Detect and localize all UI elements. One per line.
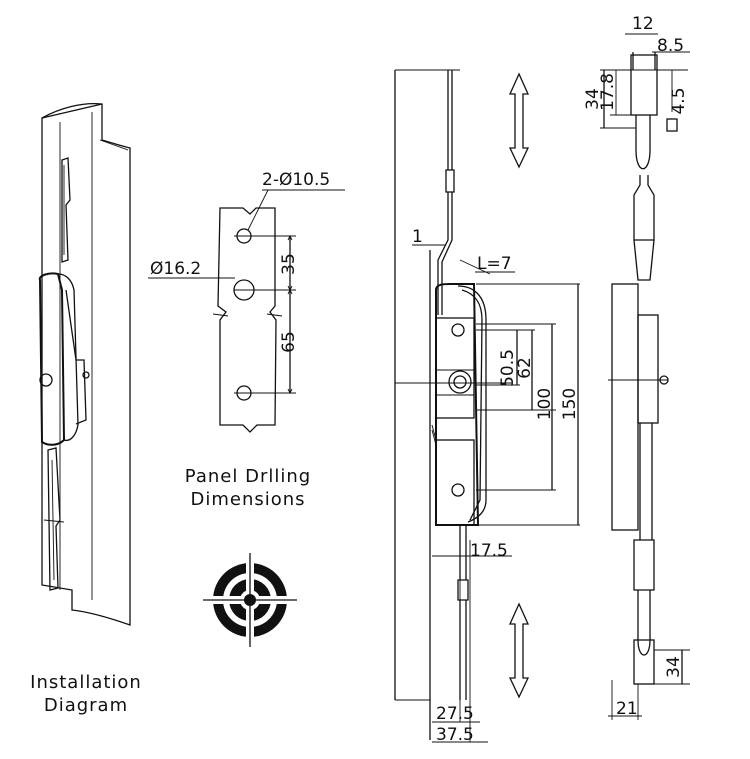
drilling-caption-line1: Panel Drlling — [185, 466, 311, 487]
side-view-drawing — [600, 33, 690, 720]
front-dim-150: 150 — [560, 388, 580, 420]
drilling-dim-35: 35 — [279, 253, 299, 275]
front-view-drawing — [394, 69, 580, 743]
front-dim-l7: L=7 — [477, 254, 512, 274]
holes-diameter-label: 2-Ø10.5 — [262, 170, 330, 190]
front-dim-62: 62 — [515, 357, 535, 379]
installation-diagram — [38, 102, 131, 626]
side-dim-34-top: 34 — [583, 88, 603, 110]
rosette-icon — [203, 553, 297, 647]
side-dim-4-5: 4.5 — [669, 87, 689, 114]
installation-caption-line2: Diagram — [44, 695, 128, 716]
front-dim-50-5: 50.5 — [498, 349, 518, 387]
center-hole-diameter-label: Ø16.2 — [150, 259, 201, 279]
drilling-dim-65: 65 — [279, 331, 299, 353]
installation-caption-line1: Installation — [30, 672, 142, 693]
drilling-template — [148, 189, 345, 433]
side-dim-21: 21 — [616, 699, 638, 719]
side-dim-12: 12 — [632, 14, 654, 34]
front-dim-37-5: 37.5 — [436, 725, 474, 745]
side-dim-34-bottom: 34 — [664, 656, 684, 678]
drilling-caption-line2: Dimensions — [190, 489, 305, 510]
front-dim-100: 100 — [535, 388, 555, 420]
front-dim-17-5: 17.5 — [470, 541, 508, 561]
side-dim-8-5: 8.5 — [657, 36, 684, 56]
front-dim-27-5: 27.5 — [436, 704, 474, 724]
side-dim-17-8: 17.8 — [598, 73, 618, 111]
front-dim-1: 1 — [412, 227, 423, 247]
